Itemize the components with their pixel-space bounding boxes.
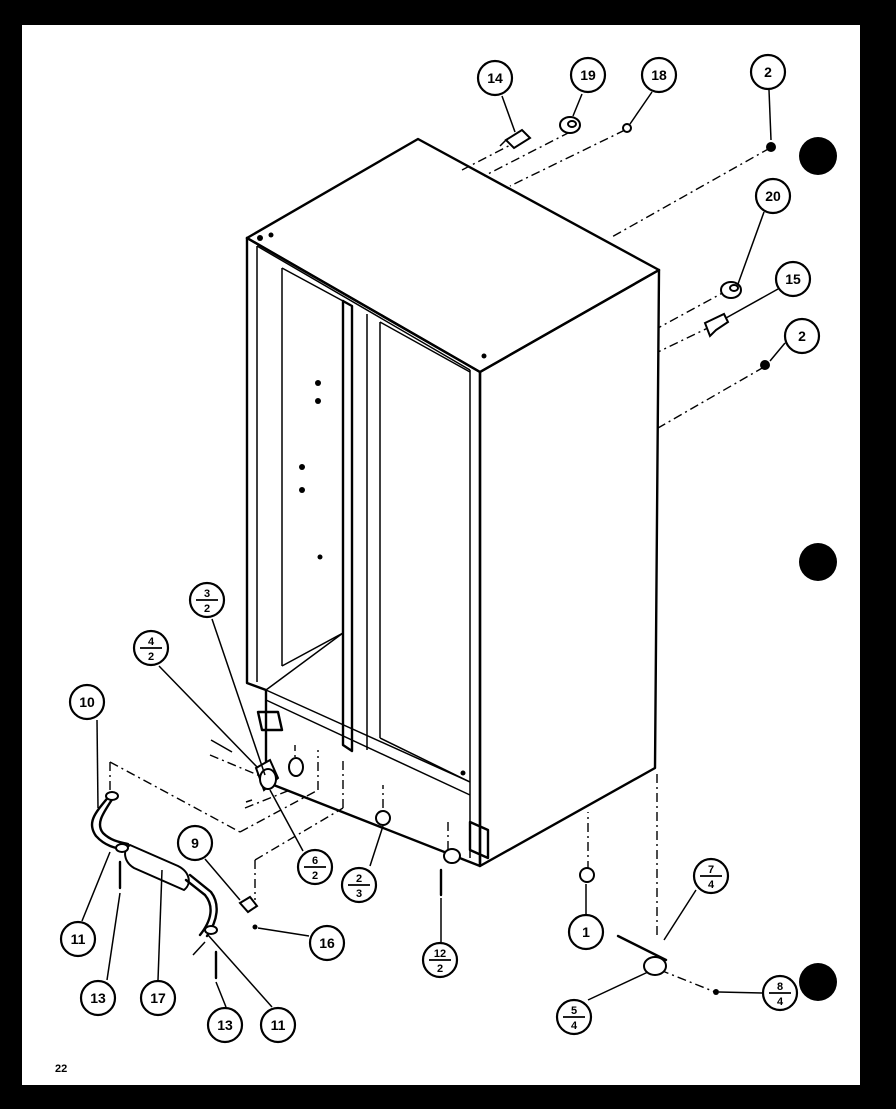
callout-15: 15 [774,260,812,298]
callout-label: 19 [580,67,596,83]
refrigerator-cabinet [245,137,661,868]
callout-2: 2 [783,317,821,355]
callout-label: 9 [191,835,199,851]
callout-fraction-7-4: 74 [692,857,730,895]
callout-label: 11 [271,1017,286,1033]
callout-1: 1 [567,913,605,951]
page-number: 22 [55,1063,68,1075]
callout-11: 11 [59,920,97,958]
callout-10: 10 [68,683,106,721]
callout-fraction-2-3: 23 [340,866,378,904]
binder-hole-bottom [799,963,837,1001]
fraction-denominator: 3 [356,888,362,900]
leader-lines [109,129,771,993]
callout-label: 1 [582,924,590,940]
callout-19: 19 [569,56,607,94]
callout-label: 20 [765,188,781,204]
callout-label: 13 [217,1017,233,1033]
fraction-denominator: 2 [148,651,154,663]
fraction-numerator: 6 [312,855,318,867]
callout-13: 13 [206,1006,244,1044]
callout-fraction-4-2: 42 [132,629,170,667]
callout-leaders [81,89,786,1008]
fraction-denominator: 2 [312,870,318,882]
fraction-denominator: 2 [437,963,443,975]
fraction-denominator: 4 [571,1020,578,1032]
fraction-numerator: 8 [777,981,783,993]
callout-11: 11 [259,1006,297,1044]
hardware-parts [90,116,776,995]
callout-fraction-8-4: 84 [761,974,799,1012]
fraction-numerator: 5 [571,1005,577,1017]
fraction-denominator: 4 [708,879,715,891]
callout-label: 14 [487,70,503,86]
callout-label: 2 [798,328,806,344]
callout-fraction-6-2: 62 [296,848,334,886]
fraction-numerator: 2 [356,873,362,885]
fraction-numerator: 4 [148,636,155,648]
callout-fraction-12-2: 122 [421,941,459,979]
fraction-denominator: 2 [204,603,210,615]
callout-13: 13 [79,979,117,1017]
callout-fraction-5-4: 54 [555,998,593,1036]
fraction-numerator: 3 [204,588,210,600]
callout-label: 11 [71,931,86,947]
callout-label: 2 [764,64,772,80]
callout-9: 9 [176,824,214,862]
callout-label: 13 [90,990,106,1006]
binder-hole-top [799,137,837,175]
callout-17: 17 [139,979,177,1017]
callout-label: 18 [651,67,667,83]
callout-14: 14 [476,59,514,97]
callout-label: 17 [150,990,166,1006]
fraction-denominator: 4 [777,996,784,1008]
callout-label: 16 [319,935,335,951]
callout-18: 18 [640,56,678,94]
callout-20: 20 [754,177,792,215]
callout-2: 2 [749,53,787,91]
callout-label: 15 [785,271,801,287]
callout-fraction-3-2: 32 [188,581,226,619]
callout-16: 16 [308,924,346,962]
fraction-numerator: 12 [434,948,446,960]
callout-label: 10 [79,694,95,710]
fraction-numerator: 7 [708,864,714,876]
binder-hole-middle [799,543,837,581]
